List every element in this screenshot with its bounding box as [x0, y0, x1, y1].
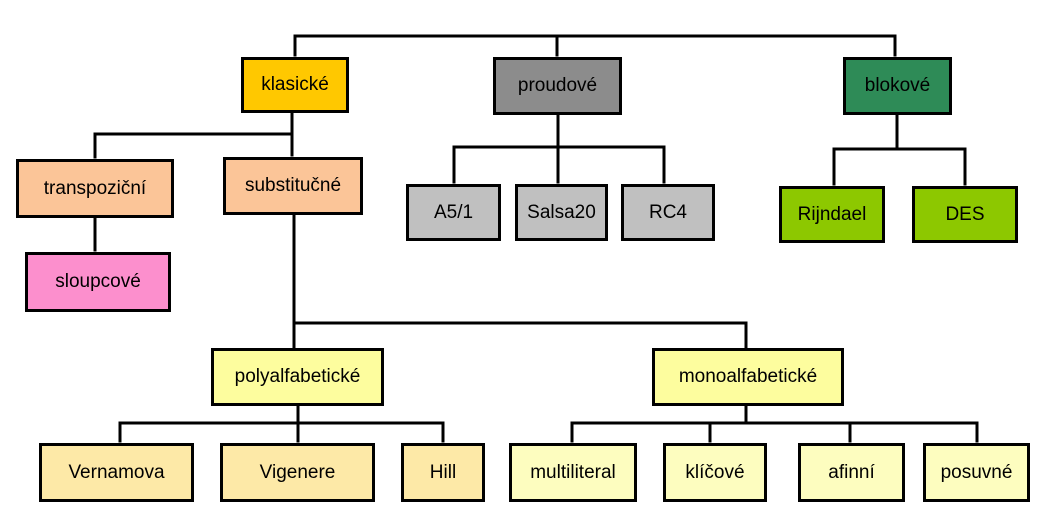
node-transpozicni: transpoziční — [16, 159, 174, 218]
node-proudove-label: proudové — [517, 75, 598, 96]
node-multiliteral-label: multiliteral — [530, 461, 616, 483]
node-proudove: proudové — [493, 57, 622, 115]
node-multiliteral: multiliteral — [509, 443, 637, 502]
connector-klasicke — [93, 110, 294, 159]
connector-root — [293, 34, 897, 57]
node-rc4: RC4 — [621, 184, 715, 241]
node-salsa20: Salsa20 — [515, 184, 608, 241]
node-salsa20-label: Salsa20 — [527, 201, 596, 223]
node-a51-label: A5/1 — [433, 201, 474, 223]
node-hill-label: Hill — [429, 461, 457, 483]
node-substitucne-label: substitučné — [244, 175, 342, 196]
node-polyalfabeticke-label: polyalfabetické — [234, 366, 361, 387]
node-klasicke-label: klasické — [261, 74, 329, 95]
node-vernamova: Vernamova — [39, 443, 194, 502]
node-a51: A5/1 — [406, 184, 501, 241]
connector-mono — [570, 403, 979, 443]
node-posuvne: posuvné — [923, 443, 1030, 502]
node-sloupcove-label: sloupcové — [55, 271, 141, 292]
node-transpozicni-label: transpoziční — [43, 177, 147, 199]
node-afinni-label: afinní — [828, 461, 875, 483]
node-substitucne: substitučné — [223, 157, 363, 215]
node-rijndael: Rijndael — [779, 186, 885, 243]
connector-substitucne — [292, 212, 748, 349]
connector-poly — [118, 403, 445, 443]
node-klicove-label: klíčové — [685, 461, 745, 483]
node-rc4-label: RC4 — [648, 201, 687, 223]
node-monoalfabeticke-label: monoalfabetické — [678, 366, 818, 387]
node-vigenere: Vigenere — [220, 443, 375, 502]
node-rijndael-label: Rijndael — [797, 203, 867, 225]
node-vernamova-label: Vernamova — [68, 461, 165, 483]
node-vigenere-label: Vigenere — [259, 461, 336, 483]
node-posuvne-label: posuvné — [940, 461, 1013, 483]
node-blokove-label: blokové — [864, 75, 931, 96]
node-klicove: klíčové — [663, 443, 767, 502]
node-klasicke: klasické — [241, 57, 349, 113]
node-monoalfabeticke: monoalfabetické — [652, 348, 844, 406]
node-des: DES — [912, 186, 1018, 243]
node-sloupcove: sloupcové — [25, 252, 171, 312]
connector-proudove — [452, 112, 666, 184]
connector-blokove — [832, 112, 967, 186]
node-blokove: blokové — [843, 57, 952, 115]
node-des-label: DES — [945, 203, 985, 225]
node-polyalfabeticke: polyalfabetické — [211, 348, 384, 406]
node-hill: Hill — [401, 443, 485, 502]
node-afinni: afinní — [798, 443, 905, 502]
